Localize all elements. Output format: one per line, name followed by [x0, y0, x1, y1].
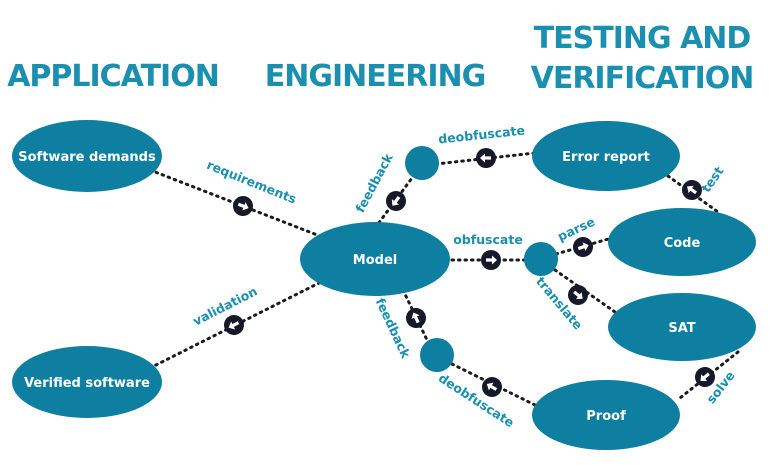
arrow-icon: [406, 308, 426, 328]
heading-application: APPLICATION: [7, 59, 219, 94]
relay-node-feedback-bottom: [420, 338, 454, 372]
arrow-icon: [386, 191, 406, 211]
arrow-icon: [233, 196, 253, 216]
edge-label-parse: parse: [555, 214, 597, 244]
edge-label-feedback-bottom: feedback: [373, 296, 414, 361]
node-verified-software: Verified software: [12, 346, 162, 418]
relay-node-feedback-top: [405, 146, 439, 180]
node-sat-label: SAT: [668, 321, 695, 336]
node-sat: SAT: [608, 293, 756, 361]
arrow-icon: [682, 180, 702, 200]
edge-label-deobfuscate-top: deobfuscate: [437, 123, 525, 147]
edge-deobfuscate-top: [434, 151, 537, 166]
edge-label-obfuscate: obfuscate: [453, 232, 523, 247]
edge-label-requirements: requirements: [205, 157, 299, 207]
edge-label-test: test: [698, 164, 726, 195]
node-error-report-label: Error report: [562, 150, 650, 165]
edge-test: [666, 174, 720, 214]
node-code: Code: [608, 208, 756, 276]
edge-translate: [553, 268, 617, 314]
relay-node-obfuscate: [524, 242, 558, 276]
node-verified-software-label: Verified software: [24, 376, 150, 391]
arrow-icon: [481, 250, 501, 270]
node-model: Model: [300, 222, 450, 296]
node-proof-label: Proof: [586, 409, 626, 424]
heading-engineering: ENGINEERING: [265, 59, 485, 94]
node-software-demands: Software demands: [12, 120, 162, 192]
node-proof: Proof: [532, 380, 680, 450]
heading-verification: VERIFICATION: [531, 61, 754, 96]
arrow-icon: [695, 367, 715, 387]
edge-solve: [678, 350, 740, 400]
edge-label-deobfuscate-bottom: deobfuscate: [436, 370, 517, 430]
node-error-report: Error report: [532, 121, 680, 191]
node-model-label: Model: [353, 253, 397, 268]
arrow-icon: [573, 237, 593, 257]
arrow-badges: [224, 148, 715, 397]
arrow-icon: [224, 315, 244, 335]
arrow-icon: [482, 377, 502, 397]
arrow-icon: [476, 148, 496, 168]
arrow-icon: [568, 285, 588, 305]
node-code-label: Code: [664, 236, 701, 251]
heading-testing: TESTING AND: [534, 21, 751, 56]
node-software-demands-label: Software demands: [18, 150, 156, 165]
